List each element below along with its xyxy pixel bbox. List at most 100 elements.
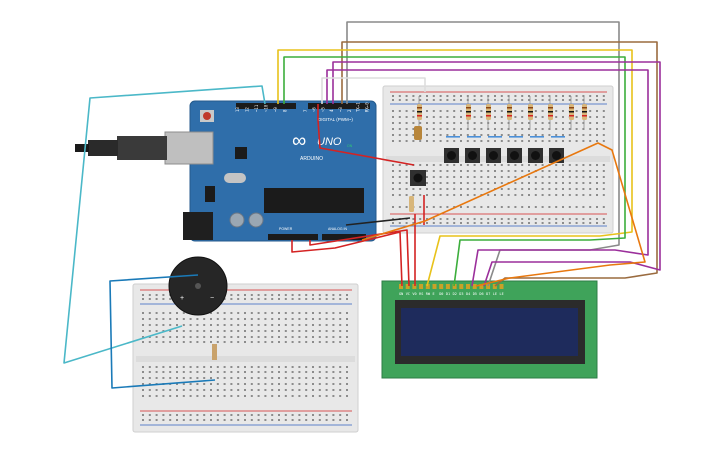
hole: [264, 377, 267, 379]
wires[interactable]: [63, 21, 661, 389]
hole: [521, 95, 524, 97]
hole: [312, 419, 314, 421]
hole: [298, 414, 301, 416]
hole: [291, 330, 294, 332]
hole: [271, 341, 274, 343]
hole: [155, 318, 158, 320]
hole: [426, 194, 428, 196]
main-push-button[interactable]: [410, 170, 426, 186]
hole: [392, 222, 394, 224]
hole: [514, 182, 517, 184]
hole: [432, 164, 435, 166]
brand-label: ARDUINO: [300, 156, 323, 162]
hole: [596, 222, 598, 224]
hole: [210, 341, 212, 343]
reset-button-icon[interactable]: [200, 110, 214, 122]
hole: [596, 170, 598, 172]
hole: [602, 222, 605, 224]
hole: [582, 188, 585, 190]
hole: [318, 414, 321, 416]
hole: [189, 366, 192, 368]
hole: [534, 176, 537, 178]
hole: [230, 318, 233, 320]
hole: [230, 414, 233, 416]
digital-header-left: [236, 103, 296, 109]
hole: [264, 371, 267, 373]
hole: [210, 336, 212, 338]
resistor-band: [486, 111, 491, 113]
hole: [278, 294, 280, 296]
hole: [460, 206, 462, 208]
hole: [291, 294, 294, 296]
arduino-uno[interactable]: ∞ ARDUINO UNO DIGITAL (PWM~) ON POWER AN…: [75, 100, 377, 242]
piezo-buzzer-icon[interactable]: + −: [168, 256, 228, 316]
hole: [412, 95, 415, 97]
hole: [426, 99, 428, 101]
hole: [398, 140, 401, 142]
hole: [142, 383, 144, 385]
hole: [426, 170, 428, 172]
hole: [148, 383, 151, 385]
hole: [405, 95, 408, 97]
hole: [250, 395, 253, 397]
hole: [548, 122, 551, 124]
hole: [487, 164, 490, 166]
hole: [419, 194, 422, 196]
hole: [318, 294, 321, 296]
lcd-pin: [445, 284, 450, 289]
hole: [473, 222, 476, 224]
digital-pin-label: 7: [303, 109, 308, 112]
hole: [176, 318, 178, 320]
lcd-pin-label: D6: [479, 292, 483, 296]
hole: [148, 294, 151, 296]
hole: [575, 194, 578, 196]
hole: [602, 110, 605, 112]
hole: [230, 324, 233, 326]
hole: [494, 164, 496, 166]
hole: [460, 128, 462, 130]
hole: [534, 218, 537, 220]
hole: [541, 95, 544, 97]
hole: [405, 182, 408, 184]
hole: [278, 371, 280, 373]
hole: [562, 122, 564, 124]
hole: [487, 176, 490, 178]
hole: [237, 312, 240, 314]
hole: [244, 371, 246, 373]
hole: [155, 294, 158, 296]
hole: [216, 312, 219, 314]
hole: [500, 176, 503, 178]
potentiometer-icon[interactable]: [414, 126, 422, 140]
push-buttons[interactable]: [444, 136, 565, 163]
hole: [305, 312, 308, 314]
hole: [541, 182, 544, 184]
hole: [284, 341, 287, 343]
hole: [575, 99, 578, 101]
small-breadboard[interactable]: [132, 283, 359, 433]
hole: [528, 176, 530, 178]
hole: [230, 371, 233, 373]
hole: [257, 395, 260, 397]
push-button-cap: [552, 151, 561, 160]
digital-pin-label: 8: [283, 109, 288, 112]
hole: [392, 218, 394, 220]
hole: [405, 116, 408, 118]
hole: [392, 95, 394, 97]
hole: [250, 341, 253, 343]
hole: [216, 389, 219, 391]
hole: [230, 312, 233, 314]
hole: [582, 206, 585, 208]
hole: [203, 341, 206, 343]
hole: [575, 176, 578, 178]
hole: [182, 383, 185, 385]
hole: [589, 110, 592, 112]
hole: [582, 182, 585, 184]
power-label: POWER: [279, 227, 293, 231]
hole: [176, 324, 178, 326]
on-label: ON: [347, 144, 353, 148]
digital-pin-label: 2: [347, 109, 352, 112]
hole: [162, 377, 165, 379]
